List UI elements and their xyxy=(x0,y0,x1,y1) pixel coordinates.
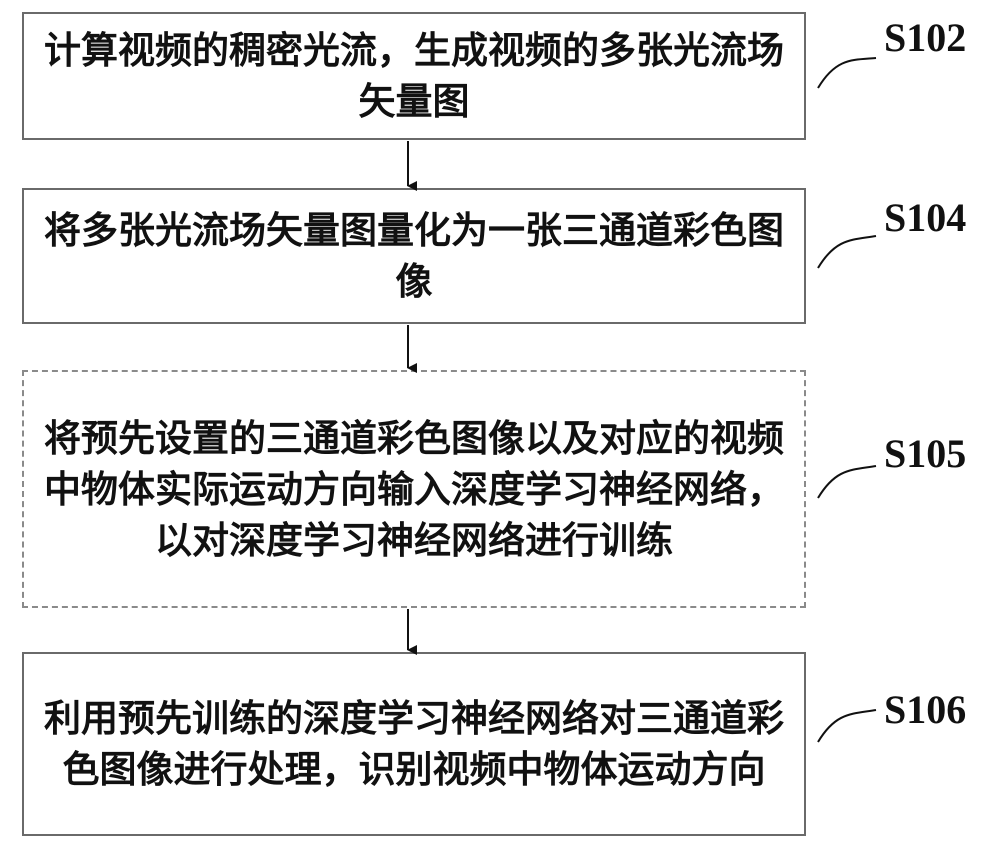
leader-curve-s105 xyxy=(818,466,876,498)
leader-curve-s106 xyxy=(818,710,876,742)
leader-curve-s102 xyxy=(818,58,876,88)
leader-curve-s104 xyxy=(818,236,876,268)
